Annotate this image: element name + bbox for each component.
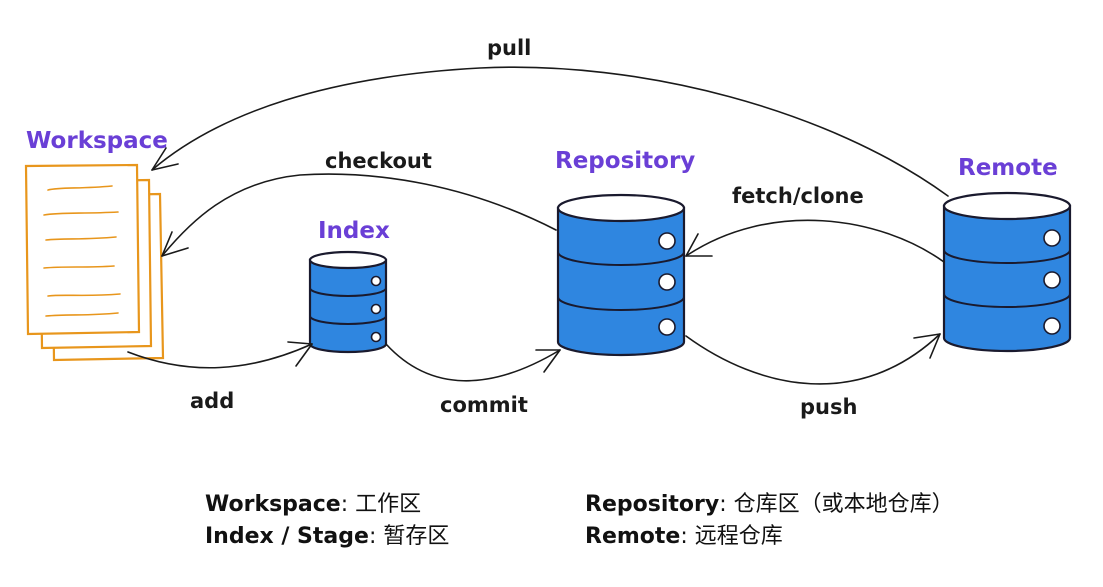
workspace-node: Workspace [24, 128, 168, 362]
push-label: push [800, 395, 857, 419]
index-title: Index [318, 218, 390, 244]
remote-title: Remote [958, 155, 1058, 181]
repository-node: Repository [555, 148, 695, 357]
fetch-clone-arrow [685, 219, 945, 263]
commit-label: commit [440, 393, 528, 417]
index-cylinder-icon [308, 250, 388, 354]
workspace-title: Workspace [26, 128, 168, 154]
commit-arrow [385, 343, 561, 382]
document-stack-icon [24, 163, 165, 362]
add-label: add [190, 389, 234, 413]
checkout-arrow [161, 173, 557, 257]
push-arrow [685, 333, 941, 385]
repository-title: Repository [555, 148, 695, 174]
pull-label: pull [487, 36, 531, 60]
remote-node: Remote [942, 155, 1072, 353]
index-node: Index [308, 218, 390, 354]
checkout-label: checkout [325, 149, 432, 173]
add-arrow [127, 341, 313, 369]
repository-cylinder-icon [556, 193, 686, 357]
remote-cylinder-icon [942, 191, 1072, 353]
pull-arrow [151, 66, 949, 197]
fetch-clone-label: fetch/clone [732, 184, 864, 208]
